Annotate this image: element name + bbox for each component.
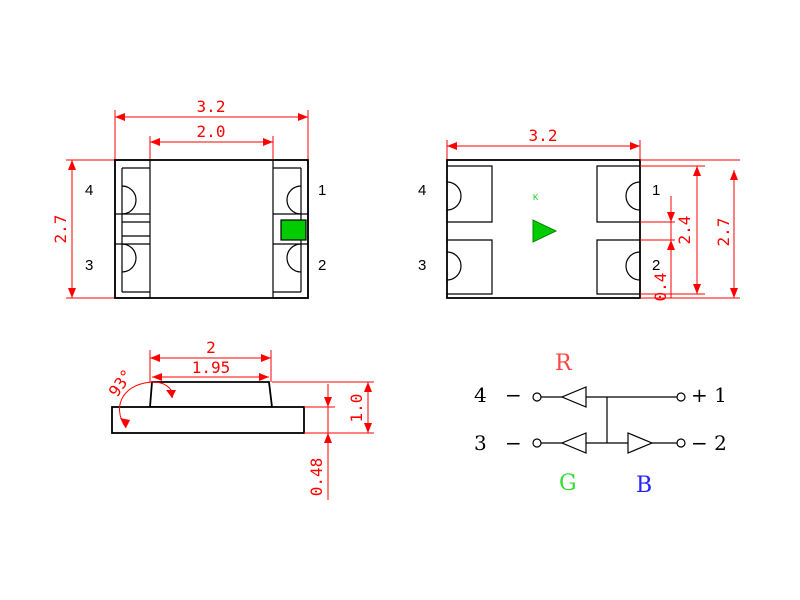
pin-label-2: 2 — [652, 257, 660, 274]
base-profile — [111, 406, 305, 434]
top-view-left: 3.2 2.0 2.7 — [51, 97, 326, 299]
dim-width: 3.2 — [529, 126, 558, 145]
rgb-schematic: 4 − 3 − + 1 − 2 R G B — [474, 351, 727, 498]
pin-label-2: 2 — [318, 257, 326, 274]
pin-label-4: 4 — [85, 182, 93, 199]
dim-width-total: 3.2 — [197, 97, 226, 116]
package-outline — [114, 159, 309, 299]
polarity-triangle-green — [532, 219, 558, 243]
label-g: G — [559, 471, 577, 496]
pin-label-1: 1 — [652, 182, 660, 199]
dim-height-outer: 2.7 — [714, 218, 733, 247]
dash-3: − — [505, 431, 522, 455]
pin-2-label: − 2 — [691, 431, 727, 455]
pin-label-3: 3 — [85, 257, 93, 274]
dim-height-inner: 2.4 — [675, 216, 694, 245]
lens-profile — [149, 381, 274, 408]
pin-label-3: 3 — [418, 257, 426, 274]
dash-4: − — [505, 383, 522, 407]
pin-label-4: 4 — [418, 182, 426, 199]
diode-blue — [627, 432, 654, 454]
dim-height: 1.0 — [347, 394, 366, 423]
pin-label-1: 1 — [318, 182, 326, 199]
dim-base: 0.48 — [307, 458, 326, 497]
diode-red — [560, 386, 587, 408]
dim-width-body: 2.0 — [197, 122, 226, 141]
label-r: R — [555, 351, 573, 376]
top-view-right: 3.2 K 4 1 3 2 2.7 — [418, 126, 740, 301]
dim-angle: 93° — [105, 366, 137, 401]
dim-top: 2 — [206, 338, 216, 357]
pin-3-label: 3 — [474, 431, 487, 455]
terminal-2 — [676, 438, 686, 448]
label-b: B — [636, 473, 652, 498]
pin-4-label: 4 — [474, 383, 487, 407]
diode-green — [560, 432, 587, 454]
polarity-marker-green — [280, 219, 307, 241]
dim-height: 2.7 — [51, 215, 70, 244]
cathode-mark: K — [533, 193, 539, 202]
terminal-1 — [676, 392, 686, 402]
side-view: 2 1.95 93° 1.0 0.48 — [105, 338, 374, 500]
terminal-3 — [532, 438, 542, 448]
pin-1-label: + 1 — [691, 383, 727, 407]
dim-top-inner: 1.95 — [192, 358, 231, 377]
terminal-4 — [532, 392, 542, 402]
dim-pad: 0.4 — [651, 273, 670, 302]
